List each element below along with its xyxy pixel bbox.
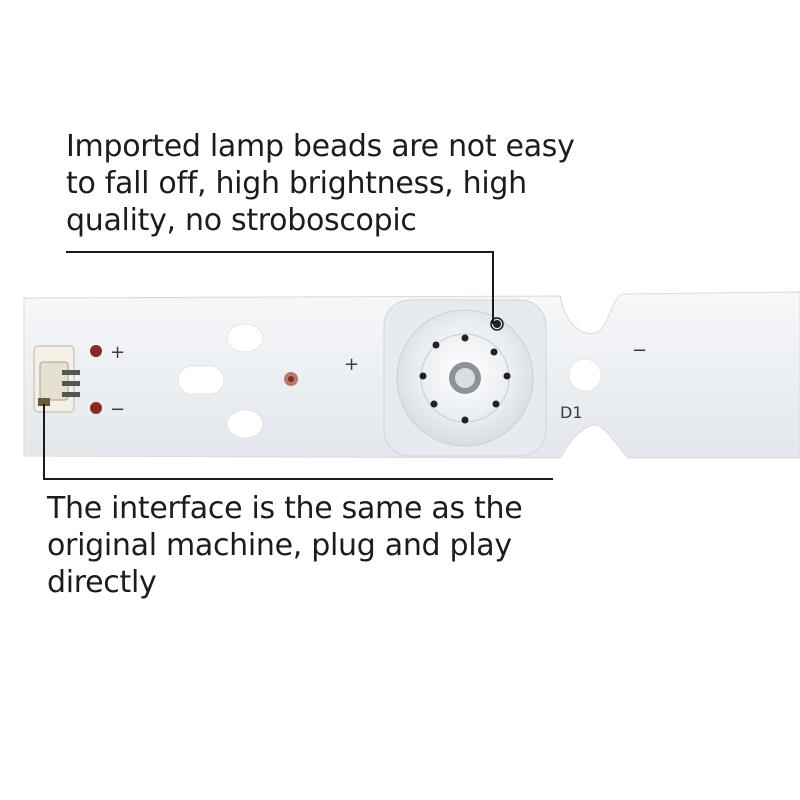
solder-pad-positive: [90, 345, 102, 357]
caption-line: directly: [47, 565, 157, 600]
plus-mark: +: [344, 354, 359, 375]
solder-pad-negative: [90, 402, 102, 414]
lamp-bead-caption: Imported lamp beads are not easy to fall…: [66, 128, 575, 239]
lamp-bead-lens: [383, 299, 547, 457]
caption-line: original machine, plug and play: [47, 528, 512, 563]
caption-line: Imported lamp beads are not easy: [66, 129, 575, 164]
callout-line-top: [66, 251, 494, 324]
caption-line: The interface is the same as the: [47, 491, 523, 526]
callout-line-bottom: [43, 404, 553, 480]
minus-mark: −: [632, 340, 647, 361]
caption-line: quality, no stroboscopic: [66, 203, 417, 238]
mounting-hole: [226, 323, 264, 353]
caption-line: to fall off, high brightness, high: [66, 166, 527, 201]
plus-mark: +: [110, 342, 125, 363]
connector: [33, 345, 80, 413]
board-designator: D1: [560, 403, 583, 422]
interface-caption: The interface is the same as the origina…: [47, 490, 523, 601]
mounting-slot: [177, 365, 225, 395]
mounting-hole: [226, 409, 264, 439]
mounting-hole: [568, 358, 602, 392]
minus-mark: −: [110, 399, 125, 420]
